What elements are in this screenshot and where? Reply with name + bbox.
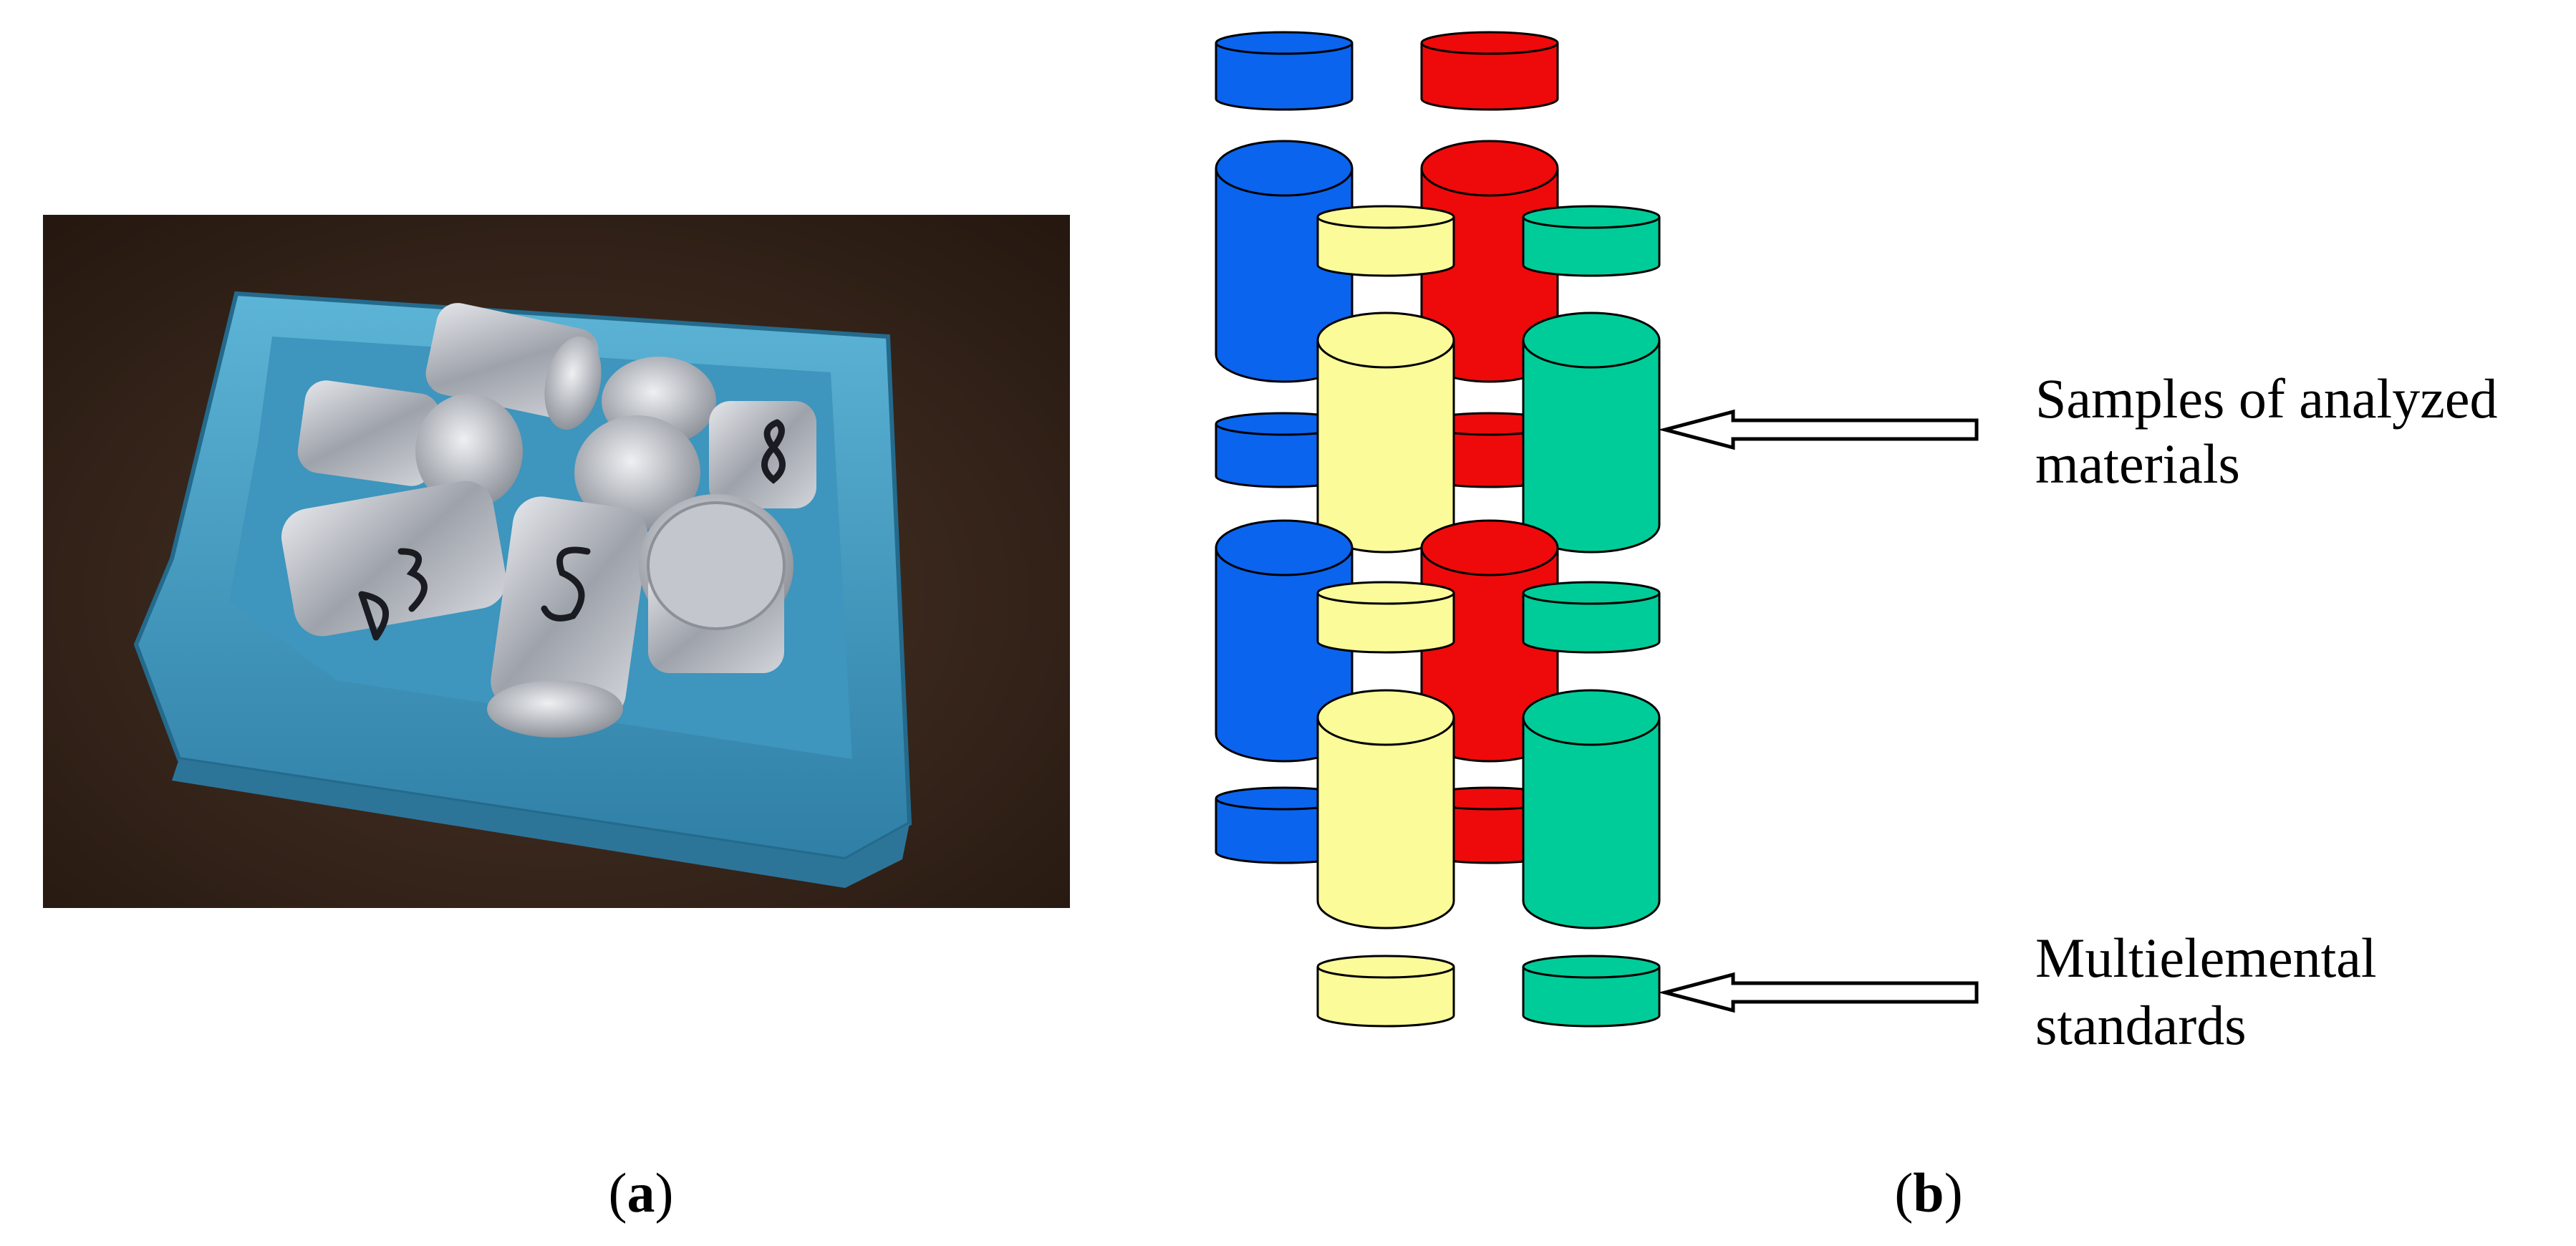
disc-yellow-upper — [1316, 205, 1455, 277]
caption-b-letter: b — [1913, 1162, 1944, 1224]
cylinder-yellow-upper — [1316, 312, 1455, 554]
foil-cylinder — [297, 380, 440, 486]
disc-yellow-lower — [1316, 581, 1455, 654]
panel-a: (a) — [43, 215, 1070, 1224]
caption-a-letter: a — [627, 1162, 655, 1224]
foil-cylinder-end — [487, 680, 623, 738]
foil-samples — [281, 303, 816, 738]
caption-b: (b) — [1894, 1162, 1962, 1224]
panel-b — [1215, 31, 1979, 1028]
disc-green-upper — [1522, 205, 1661, 277]
panel-b-labels: Samples of analyzed materials Multieleme… — [1894, 367, 2497, 1224]
foil-cylinder-end — [415, 394, 523, 508]
cylinder-yellow-lower — [1316, 689, 1455, 929]
label-standards-line1: Multielemental — [2035, 927, 2377, 989]
disc-green-lower — [1522, 581, 1661, 654]
standard-disc-yellow — [1316, 955, 1455, 1028]
arrow-standards — [1658, 972, 1979, 1013]
caption-a: (a) — [609, 1162, 674, 1224]
standard-disc-green — [1522, 955, 1661, 1028]
disc-red-top — [1420, 31, 1559, 111]
sample-photo — [43, 215, 1070, 908]
label-samples-line1: Samples of analyzed — [2035, 367, 2497, 430]
caption-b-open: ( — [1894, 1162, 1913, 1224]
foil-cylinder-end — [544, 336, 602, 430]
marker-mark-s — [541, 546, 591, 622]
tray-rim — [172, 759, 910, 888]
caption-a-open: ( — [609, 1162, 627, 1224]
foil-cylinder — [709, 401, 816, 508]
label-samples-line2: materials — [2035, 433, 2240, 495]
marker-mark-8 — [761, 419, 786, 484]
foil-cylinder — [491, 496, 648, 721]
cylinder-green-lower — [1522, 689, 1661, 929]
caption-b-close: ) — [1944, 1162, 1963, 1224]
foil-cylinder-end — [574, 415, 700, 530]
caption-a-close: ) — [655, 1162, 674, 1224]
foil-cylinder — [281, 480, 507, 637]
marker-mark-d3 — [358, 548, 428, 641]
label-standards-line2: standards — [2035, 994, 2247, 1056]
cylinder-green-upper — [1522, 312, 1661, 554]
foil-cylinder-end — [647, 501, 786, 630]
marker-marks — [358, 419, 786, 641]
arrow-samples — [1658, 409, 1979, 450]
disc-blue-top — [1215, 31, 1354, 111]
